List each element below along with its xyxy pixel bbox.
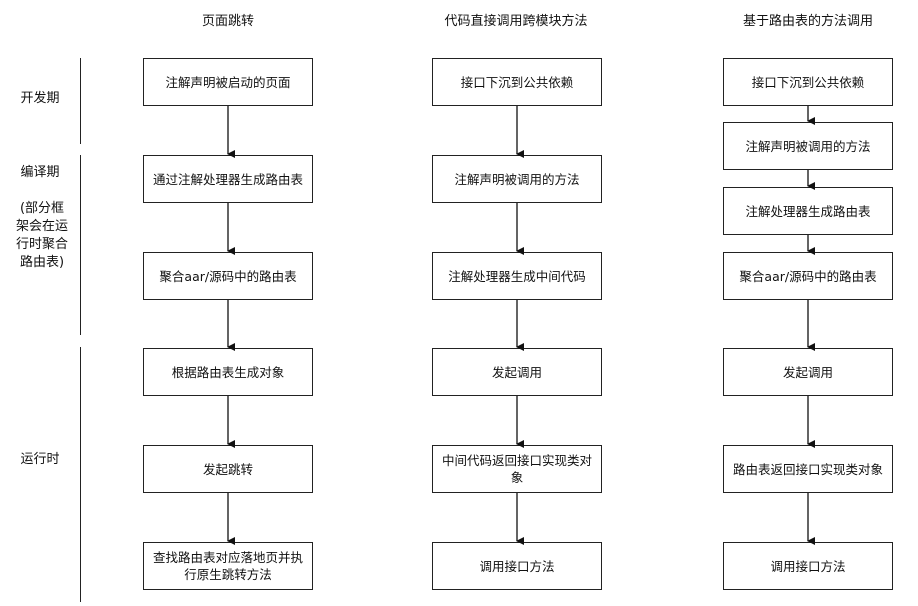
flow-box: 路由表返回接口实现类对象 (723, 445, 893, 493)
flow-box: 接口下沉到公共依赖 (723, 58, 893, 106)
flow-box: 注解处理器生成路由表 (723, 187, 893, 235)
phase-label-dev: 开发期 (20, 91, 60, 106)
flow-box: 注解声明被调用的方法 (723, 122, 893, 170)
flow-box: 通过注解处理器生成路由表 (143, 155, 313, 203)
flow-box: 聚合aar/源码中的路由表 (143, 252, 313, 300)
column-title-route-call: 基于路由表的方法调用 (742, 14, 873, 29)
phase-note-compile: (部分框架会在运行时聚合路由表) (15, 201, 68, 270)
flow-box: 调用接口方法 (723, 542, 893, 590)
flow-box: 注解声明被启动的页面 (143, 58, 313, 106)
column-title-page-jump: 页面跳转 (201, 14, 254, 29)
flow-box: 注解声明被调用的方法 (432, 155, 602, 203)
flow-box: 中间代码返回接口实现类对象 (432, 445, 602, 493)
phase-label-compile: 编译期 (20, 165, 60, 180)
flow-box: 接口下沉到公共依赖 (432, 58, 602, 106)
flow-box: 发起调用 (432, 348, 602, 396)
flow-box: 查找路由表对应落地页并执行原生跳转方法 (143, 542, 313, 590)
phase-divider-dev (80, 58, 81, 144)
flow-box: 注解处理器生成中间代码 (432, 252, 602, 300)
column-title-direct-call: 代码直接调用跨模块方法 (444, 14, 588, 29)
flow-box: 调用接口方法 (432, 542, 602, 590)
flow-box: 发起调用 (723, 348, 893, 396)
flow-box: 聚合aar/源码中的路由表 (723, 252, 893, 300)
phase-label-runtime: 运行时 (20, 452, 60, 467)
phase-divider-runtime (80, 347, 81, 602)
phase-divider-compile (80, 155, 81, 335)
